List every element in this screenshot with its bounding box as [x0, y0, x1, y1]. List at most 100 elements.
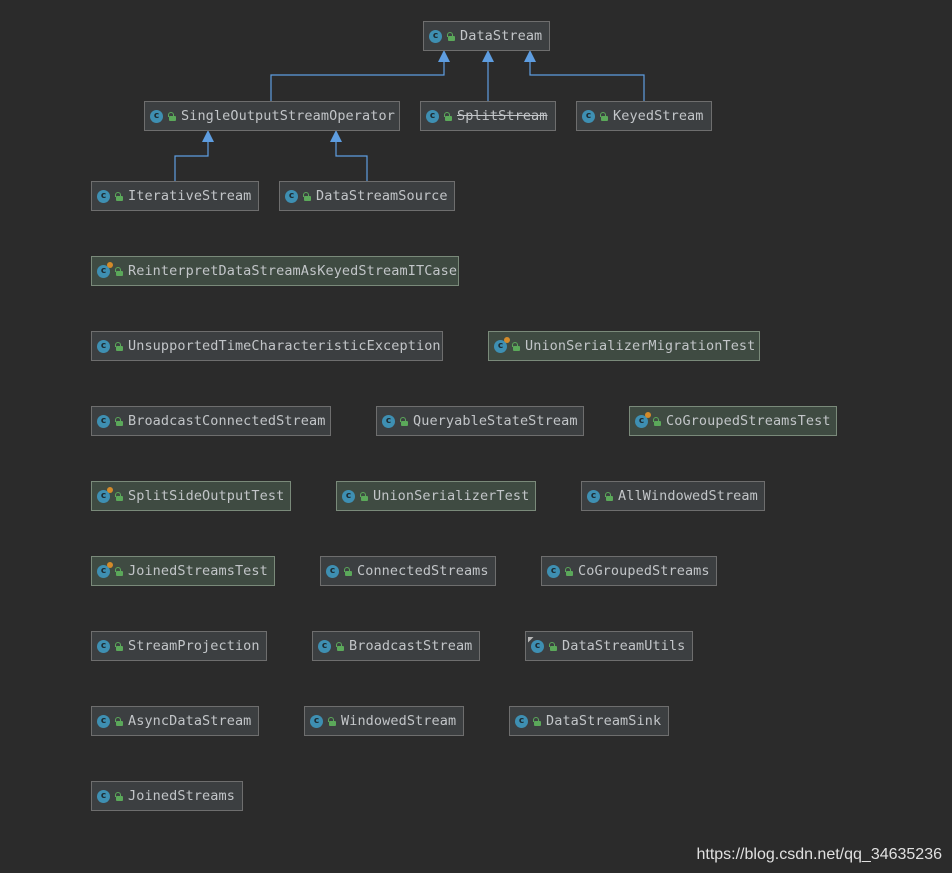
class-icon: c [97, 414, 110, 428]
lock-icon [115, 566, 124, 576]
class-icon: c [515, 714, 528, 728]
arrowhead-datastream-1 [438, 50, 450, 62]
class-icon: c [582, 109, 595, 123]
node-label: ConnectedStreams [357, 563, 489, 579]
node-singleoutputstreamoperator[interactable]: c SingleOutputStreamOperator [144, 101, 400, 131]
lock-icon [444, 111, 453, 121]
lock-icon [512, 341, 521, 351]
test-class-icon: c [97, 261, 113, 278]
class-icon: c [318, 639, 331, 653]
class-icon: c [429, 29, 442, 43]
node-broadcastconnectedstream[interactable]: c BroadcastConnectedStream [91, 406, 331, 436]
node-joinedstreamstest[interactable]: c JoinedStreamsTest [91, 556, 275, 586]
class-icon: c [97, 714, 110, 728]
class-icon: c [97, 339, 110, 353]
lock-icon [303, 191, 312, 201]
lock-icon [605, 491, 614, 501]
node-label: DataStreamUtils [562, 638, 686, 654]
node-label: UnsupportedTimeCharacteristicException [128, 338, 441, 354]
node-label: UnionSerializerMigrationTest [525, 338, 756, 354]
node-cogroupedstreamstest[interactable]: c CoGroupedStreamsTest [629, 406, 837, 436]
node-label: UnionSerializerTest [373, 488, 530, 504]
node-label: StreamProjection [128, 638, 260, 654]
lock-icon [115, 191, 124, 201]
node-joinedstreams[interactable]: c JoinedStreams [91, 781, 243, 811]
edge-singleoutput-to-datastream [270, 60, 445, 101]
lock-icon [653, 416, 662, 426]
class-icon: c [97, 639, 110, 653]
edge-iterative-to-singleoutput [174, 140, 209, 181]
node-datastream[interactable]: c DataStream [423, 21, 550, 51]
lock-icon [115, 716, 124, 726]
lock-icon [115, 491, 124, 501]
test-class-icon: c [635, 411, 651, 428]
watermark-url: https://blog.csdn.net/qq_34635236 [696, 846, 942, 863]
node-label: JoinedStreams [128, 788, 235, 804]
node-splitsideoutputtest[interactable]: c SplitSideOutputTest [91, 481, 291, 511]
lock-icon [344, 566, 353, 576]
lock-icon [549, 641, 558, 651]
lock-icon [115, 341, 124, 351]
lock-icon [115, 266, 124, 276]
node-label: SingleOutputStreamOperator [181, 108, 395, 124]
edge-keyedstream-to-datastream [529, 60, 645, 101]
node-windowedstream[interactable]: c WindowedStream [304, 706, 464, 736]
node-datastreamsource[interactable]: c DataStreamSource [279, 181, 455, 211]
node-connectedstreams[interactable]: c ConnectedStreams [320, 556, 496, 586]
arrowhead-datastream-2 [482, 50, 494, 62]
node-keyedstream[interactable]: c KeyedStream [576, 101, 712, 131]
node-allwindowedstream[interactable]: c AllWindowedStream [581, 481, 765, 511]
arrowhead-singleoutput-2 [330, 130, 342, 142]
node-reinterpretdatastreamaskeyedstreamitcase[interactable]: c ReinterpretDataStreamAsKeyedStreamITCa… [91, 256, 459, 286]
lock-icon [168, 111, 177, 121]
class-icon: c [342, 489, 355, 503]
class-icon: c [547, 564, 560, 578]
node-datastreamsink[interactable]: c DataStreamSink [509, 706, 669, 736]
class-icon: c [150, 109, 163, 123]
lock-icon [336, 641, 345, 651]
lock-icon [400, 416, 409, 426]
node-unionserializertest[interactable]: c UnionSerializerTest [336, 481, 536, 511]
node-label: SplitSideOutputTest [128, 488, 285, 504]
node-cogroupedstreams[interactable]: c CoGroupedStreams [541, 556, 717, 586]
node-iterativestream[interactable]: c IterativeStream [91, 181, 259, 211]
node-queryablestatestream[interactable]: c QueryableStateStream [376, 406, 584, 436]
class-icon: c [310, 714, 323, 728]
lock-icon [115, 641, 124, 651]
edge-datastreamsource-to-singleoutput [335, 140, 368, 181]
node-label: CoGroupedStreamsTest [666, 413, 831, 429]
node-label: BroadcastStream [349, 638, 473, 654]
node-datastreamutils[interactable]: c DataStreamUtils [525, 631, 693, 661]
node-label: ReinterpretDataStreamAsKeyedStreamITCase [128, 263, 458, 279]
lock-icon [360, 491, 369, 501]
node-label: KeyedStream [613, 108, 704, 124]
node-label: IterativeStream [128, 188, 252, 204]
class-icon: c [285, 189, 298, 203]
node-unsupportedtimecharacteristicexception[interactable]: c UnsupportedTimeCharacteristicException [91, 331, 443, 361]
node-splitstream[interactable]: c SplitStream [420, 101, 556, 131]
class-icon: c [326, 564, 339, 578]
class-icon: c [97, 789, 110, 803]
node-label: SplitStream [457, 108, 548, 124]
node-unionserializermigrationtest[interactable]: c UnionSerializerMigrationTest [488, 331, 760, 361]
node-streamprojection[interactable]: c StreamProjection [91, 631, 267, 661]
lock-icon [115, 791, 124, 801]
arrowhead-singleoutput-1 [202, 130, 214, 142]
node-label: WindowedStream [341, 713, 457, 729]
class-icon: c [426, 109, 439, 123]
lock-icon [447, 31, 456, 41]
class-icon: c [97, 189, 110, 203]
class-icon: c [382, 414, 395, 428]
arrowhead-datastream-3 [524, 50, 536, 62]
utility-class-icon: c [528, 636, 544, 653]
node-broadcaststream[interactable]: c BroadcastStream [312, 631, 480, 661]
lock-icon [600, 111, 609, 121]
node-label: DataStreamSink [546, 713, 662, 729]
test-class-icon: c [97, 561, 113, 578]
node-label: AsyncDataStream [128, 713, 252, 729]
node-asyncdatastream[interactable]: c AsyncDataStream [91, 706, 259, 736]
test-class-icon: c [494, 336, 510, 353]
test-class-icon: c [97, 486, 113, 503]
node-label: CoGroupedStreams [578, 563, 710, 579]
